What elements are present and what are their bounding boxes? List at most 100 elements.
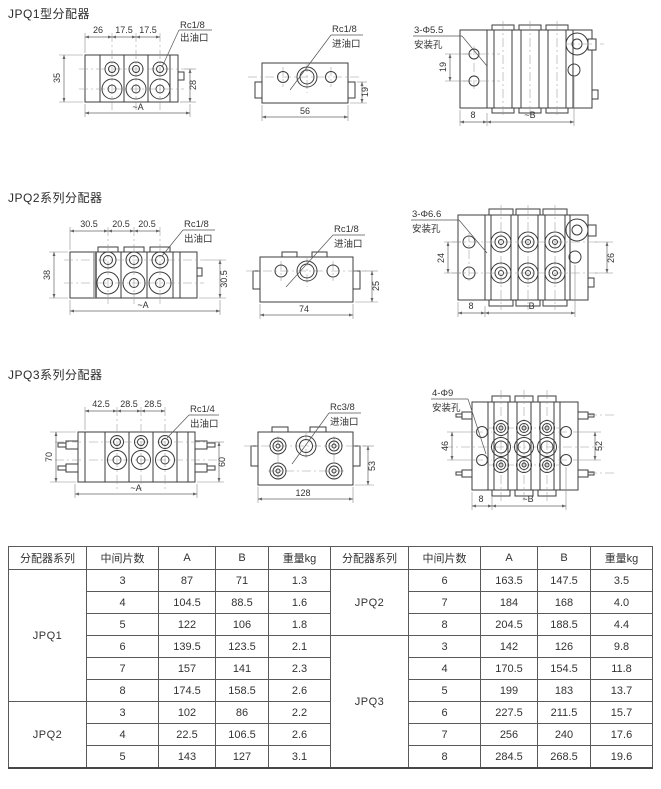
section-title-jpq1: JPQ1型分配器	[8, 7, 91, 21]
col-header-weight-left: 重量kg	[268, 546, 331, 570]
table-cell: 1.3	[268, 569, 331, 592]
table-cell: 126	[537, 635, 591, 658]
mount-hole-text: 安装孔	[414, 39, 443, 51]
col-header-weight-right: 重量kg	[590, 546, 653, 570]
table-row: 5 143 127 3.1 8 284.5 268.5 19.6	[9, 745, 653, 769]
dim-35: 35	[52, 73, 62, 83]
table-cell: 4	[86, 591, 159, 614]
mount-hole-spec-2: 3-Φ6.6	[412, 209, 441, 220]
mount-hole-spec: 3-Φ5.5	[414, 25, 443, 36]
dim-28-5b: 28.5	[144, 399, 162, 409]
col-header-b-left: B	[215, 546, 269, 570]
dim-17-5b: 17.5	[139, 25, 157, 35]
table-cell: 6	[86, 635, 159, 658]
table-cell: 142	[480, 635, 538, 658]
jpq3-side-bolts-edge	[455, 411, 614, 478]
dim-8-2: 8	[468, 301, 473, 311]
section-title-jpq2: JPQ2系列分配器	[8, 191, 103, 205]
table-cell: 8	[408, 613, 481, 636]
port-label-rc18-2: Rc1/8	[184, 219, 209, 230]
col-header-series-right: 分配器系列	[330, 546, 409, 570]
dim-56: 56	[300, 106, 310, 116]
table-row: 4 22.5 106.5 2.6 7 256 240 17.6	[9, 723, 653, 746]
jpq2-slats	[488, 205, 568, 310]
table-cell: 6	[408, 701, 481, 724]
table-cell: 2.6	[268, 723, 331, 746]
table-row: 6 139.5 123.5 2.1 JPQ3 3 142 126 9.8	[9, 635, 653, 769]
table-cell: 268.5	[537, 745, 591, 769]
col-header-b-right: B	[537, 546, 591, 570]
jpq3-side-view: 46 52 4-Φ9 安装孔 8 ~B	[431, 388, 614, 510]
table-cell: 4.4	[590, 613, 653, 636]
table-cell: 284.5	[480, 745, 538, 769]
spec-table: 分配器系列 中间片数 A B 重量kg 分配器系列 中间片数 A B 重量kg …	[8, 546, 653, 769]
dim-26-side: 26	[606, 253, 616, 263]
table-cell: 17.6	[590, 723, 653, 746]
dim-60: 60	[217, 457, 227, 467]
series-cell-jpq2-right: JPQ2	[330, 569, 409, 636]
table-cell: 147.5	[537, 569, 591, 592]
dim-24: 24	[436, 253, 446, 263]
dim-42-5: 42.5	[92, 399, 110, 409]
series-cell-jpq2-left: JPQ2	[8, 701, 87, 769]
dim-53: 53	[367, 461, 377, 471]
dim-B3: ~B	[522, 494, 533, 504]
table-cell: 104.5	[158, 591, 216, 614]
dim-26: 26	[93, 25, 103, 35]
table-cell: 4	[86, 723, 159, 746]
mount-hole-spec-3: 4-Φ9	[432, 388, 453, 399]
table-cell: 88.5	[215, 591, 269, 614]
table-cell: 2.2	[268, 701, 331, 724]
table-cell: 5	[86, 745, 159, 769]
series-cell-jpq1: JPQ1	[8, 569, 87, 702]
table-cell: 3.5	[590, 569, 653, 592]
inlet-label-rc18-2: Rc1/8	[334, 224, 359, 235]
table-cell: 8	[408, 745, 481, 769]
table-cell: 106.5	[215, 723, 269, 746]
table-cell: 106	[215, 613, 269, 636]
table-row: 8 174.5 158.5 2.6 5 199 183 13.7	[9, 679, 653, 702]
jpq2-side-view: 24 3-Φ6.6 安装孔 26 8 ~B	[411, 205, 616, 317]
table-cell: 19.6	[590, 745, 653, 769]
table-cell: 5	[408, 679, 481, 702]
table-cell: 2.6	[268, 679, 331, 702]
port-label-outlet-3: 出油口	[190, 418, 219, 430]
dim-128: 128	[295, 488, 310, 498]
dim-28: 28	[188, 80, 198, 90]
port-label-rc18: Rc1/8	[180, 20, 205, 31]
table-cell: 5	[86, 613, 159, 636]
jpq3-front-view: 42.5 28.5 28.5 70 60 ~A Rc1/4 出油口	[44, 399, 227, 498]
table-cell: 9.8	[590, 635, 653, 658]
table-cell: 199	[480, 679, 538, 702]
dim-74: 74	[299, 304, 309, 314]
dim-17-5a: 17.5	[115, 25, 133, 35]
col-header-plates-left: 中间片数	[86, 546, 159, 570]
dim-46: 46	[440, 441, 450, 451]
table-cell: 211.5	[537, 701, 591, 724]
jpq1-side-view: 19 3-Φ5.5 安装孔 8 ~B	[413, 21, 604, 126]
table-cell: 188.5	[537, 613, 591, 636]
table-cell: 3	[86, 701, 159, 724]
table-cell: 87	[158, 569, 216, 592]
table-cell: 3.1	[268, 745, 331, 769]
table-cell: 1.6	[268, 591, 331, 614]
table-cell: 2.3	[268, 657, 331, 680]
jpq1-drawings: 26 17.5 17.5 35 28 ~A Rc1/8 出油口	[52, 20, 604, 126]
table-cell: 3	[408, 635, 481, 658]
table-cell: 6	[408, 569, 481, 592]
dim-20-5b: 20.5	[138, 219, 156, 229]
table-cell: 122	[158, 613, 216, 636]
table-cell: 174.5	[158, 679, 216, 702]
series-cell-jpq3: JPQ3	[330, 635, 409, 769]
dim-B: ~B	[524, 110, 535, 120]
table-cell: 143	[158, 745, 216, 769]
dim-25: 25	[371, 281, 381, 291]
table-cell: 184	[480, 591, 538, 614]
table-cell: 123.5	[215, 635, 269, 658]
dim-A: ~A	[132, 102, 143, 112]
inlet-label-text-3: 进油口	[330, 416, 359, 428]
dim-28-5a: 28.5	[120, 399, 138, 409]
table-cell: 227.5	[480, 701, 538, 724]
jpq3-side-bolts	[57, 440, 216, 473]
